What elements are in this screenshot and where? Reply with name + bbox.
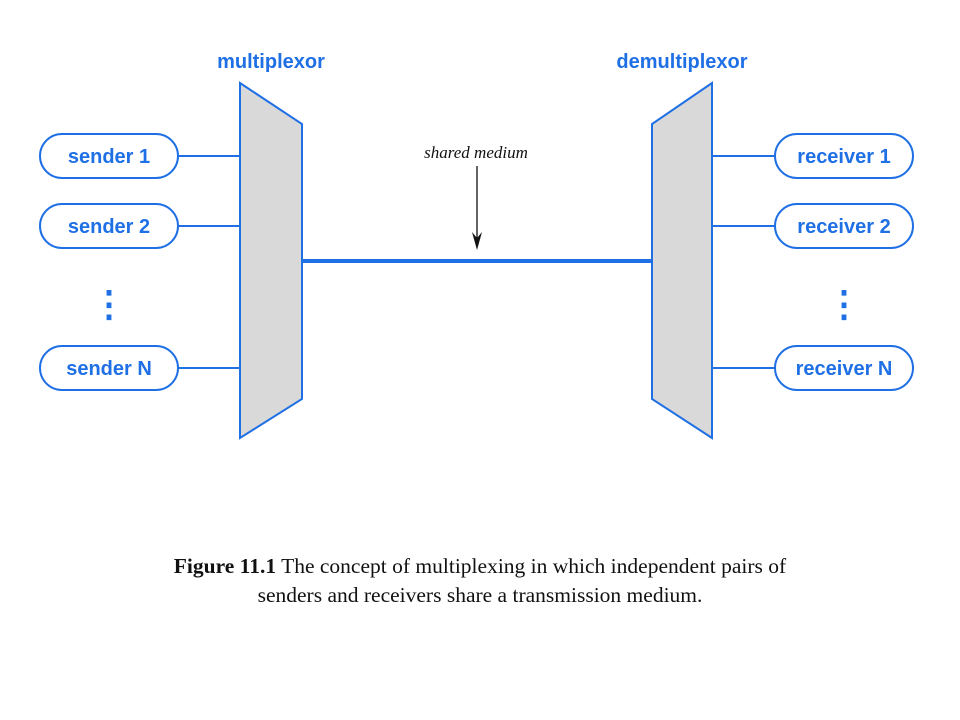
demultiplexor-label: demultiplexor xyxy=(616,51,747,73)
caption-line-2: senders and receivers share a transmissi… xyxy=(257,583,703,607)
sender-2: sender 2 xyxy=(39,203,240,249)
receiver-1: receiver 1 xyxy=(712,133,914,179)
figure-caption: Figure 11.1 The concept of multiplexing … xyxy=(80,552,880,610)
shared-medium-arrow-icon xyxy=(472,232,482,250)
demultiplexor-box xyxy=(651,81,713,440)
multiplexing-diagram: multiplexor demultiplexor shared medium … xyxy=(39,51,914,440)
receiver-1-label: receiver 1 xyxy=(797,146,890,168)
receiver-n-box xyxy=(774,345,914,391)
caption-text-1: The concept of multiplexing in which ind… xyxy=(281,554,787,578)
caption-line-1: Figure 11.1 The concept of multiplexing … xyxy=(80,552,880,581)
sender-n-label: sender N xyxy=(66,358,152,380)
receiver-n-label: receiver N xyxy=(796,358,893,380)
sender-1-label: sender 1 xyxy=(68,146,150,168)
receiver-2-label: receiver 2 xyxy=(797,216,890,238)
multiplexor-label: multiplexor xyxy=(217,51,325,73)
receiver-2-box xyxy=(774,203,914,249)
sender-1: sender 1 xyxy=(39,133,240,179)
figure-number: Figure 11.1 xyxy=(173,554,277,578)
receiver-1-box xyxy=(774,133,914,179)
shared-medium-label: shared medium xyxy=(424,143,528,162)
sender-2-label: sender 2 xyxy=(68,216,150,238)
receiver-2: receiver 2 xyxy=(712,203,914,249)
receiver-ellipsis: ⋮ xyxy=(826,283,862,324)
sender-ellipsis: ⋮ xyxy=(91,283,127,324)
sender-n: sender N xyxy=(39,345,240,391)
multiplexor-box xyxy=(239,81,303,440)
receiver-n: receiver N xyxy=(712,345,914,391)
